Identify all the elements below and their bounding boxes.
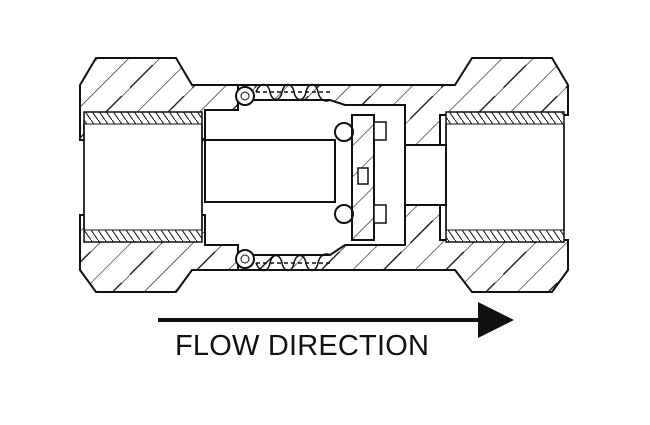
o-ring-top	[235, 86, 255, 106]
spring-bottom	[255, 253, 331, 272]
right-body-top	[237, 57, 569, 146]
outlet-bore	[404, 144, 447, 206]
left-threaded-port	[83, 111, 203, 243]
seat-ball-bottom	[334, 204, 354, 224]
spring-top	[255, 83, 331, 102]
seat-ball-top	[334, 122, 354, 142]
flow-direction-label: FLOW DIRECTION	[175, 330, 430, 362]
right-body-bottom	[237, 204, 569, 293]
right-threaded-port	[445, 111, 565, 243]
o-ring-bottom	[235, 249, 255, 269]
flow-direction-arrow	[158, 302, 514, 338]
poppet	[351, 114, 387, 241]
central-bore	[204, 139, 336, 203]
